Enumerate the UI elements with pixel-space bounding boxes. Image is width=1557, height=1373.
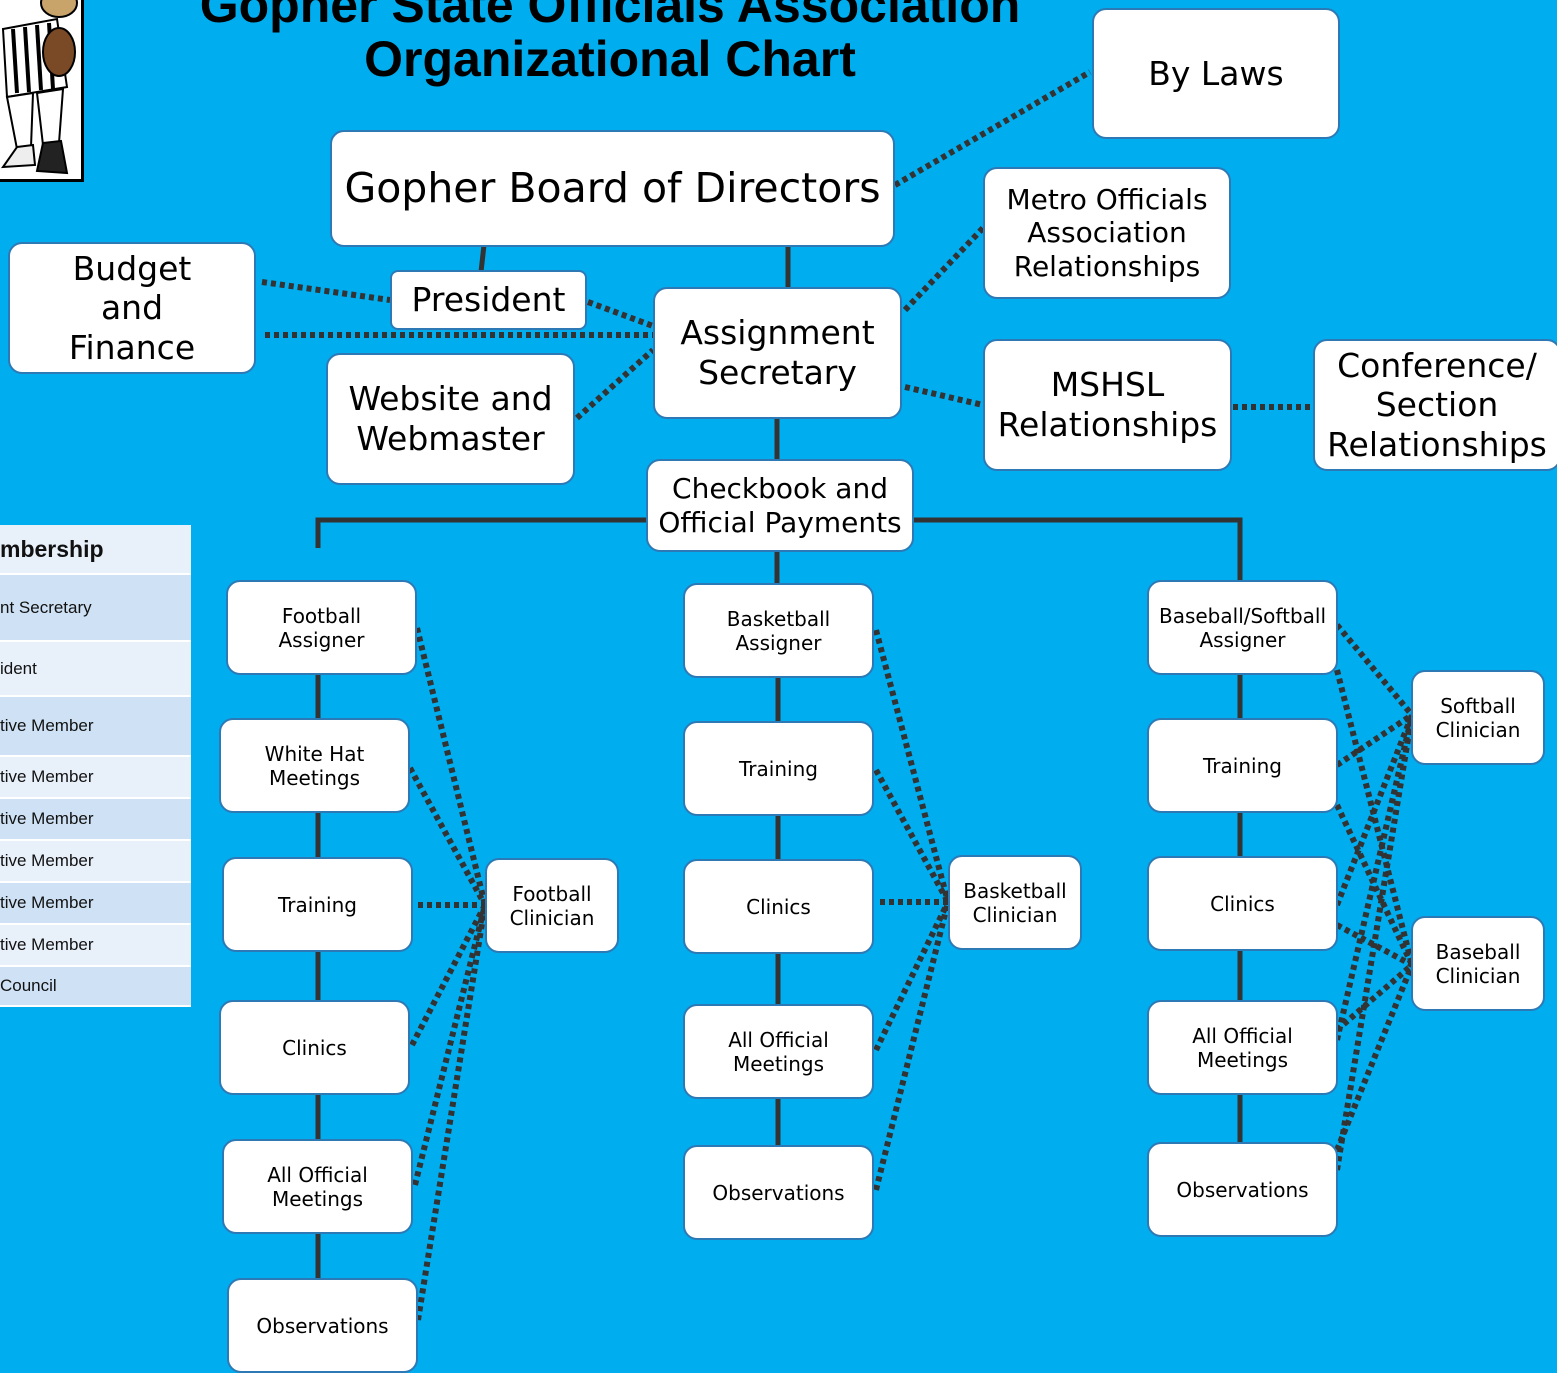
legend-row: tive Member [0,883,191,925]
baseball-training-box: Training [1147,718,1338,813]
basketball-all-official-meetings-box: All Official Meetings [683,1004,874,1099]
football-clinics-box: Clinics [219,1000,410,1095]
baseball-all-official-meetings-box: All Official Meetings [1147,1000,1338,1095]
legend-row: tive Member [0,925,191,967]
football-training-box: Training [222,857,413,952]
assignment-secretary-box: Assignment Secretary [653,287,902,419]
title-line-2: Organizational Chart [364,31,856,87]
membership-legend: mbership nt Secretary ident tive Member … [0,525,191,1007]
football-clinician-box: Football Clinician [485,858,619,953]
football-assigner-box: Football Assigner [226,580,417,675]
legend-row: Council [0,967,191,1007]
chart-title: Gopher State Officials Association Organ… [160,0,1060,86]
legend-row: ident [0,642,191,697]
basketball-observations-box: Observations [683,1145,874,1240]
referee-mascot-logo [0,0,84,182]
legend-row: tive Member [0,757,191,799]
budget-finance-box: Budget and Finance [8,242,256,374]
legend-row: tive Member [0,841,191,883]
mshsl-relationships-box: MSHSL Relationships [983,339,1232,471]
baseball-softball-assigner-box: Baseball/Softball Assigner [1147,580,1338,675]
basketball-training-box: Training [683,721,874,816]
president-box: President [390,270,587,330]
legend-header: mbership [0,525,191,575]
checkbook-payments-box: Checkbook and Official Payments [646,459,914,552]
baseball-clinics-box: Clinics [1147,856,1338,951]
legend-row: nt Secretary [0,575,191,642]
football-white-hat-box: White Hat Meetings [219,718,410,813]
legend-row: tive Member [0,799,191,841]
baseball-clinician-box: Baseball Clinician [1411,916,1545,1011]
metro-relationships-box: Metro Officials Association Relationship… [983,167,1231,299]
conference-section-box: Conference/ Section Relationships [1313,339,1557,471]
title-line-1: Gopher State Officials Association [199,0,1021,33]
baseball-observations-box: Observations [1147,1142,1338,1237]
football-observations-box: Observations [227,1278,418,1373]
softball-clinician-box: Softball Clinician [1411,670,1545,765]
basketball-assigner-box: Basketball Assigner [683,583,874,678]
football-all-official-meetings-box: All Official Meetings [222,1139,413,1234]
basketball-clinics-box: Clinics [683,859,874,954]
board-of-directors-box: Gopher Board of Directors [330,130,895,247]
basketball-clinician-box: Basketball Clinician [948,855,1082,950]
by-laws-box: By Laws [1092,8,1340,139]
legend-row: tive Member [0,697,191,757]
website-webmaster-box: Website and Webmaster [326,353,575,485]
